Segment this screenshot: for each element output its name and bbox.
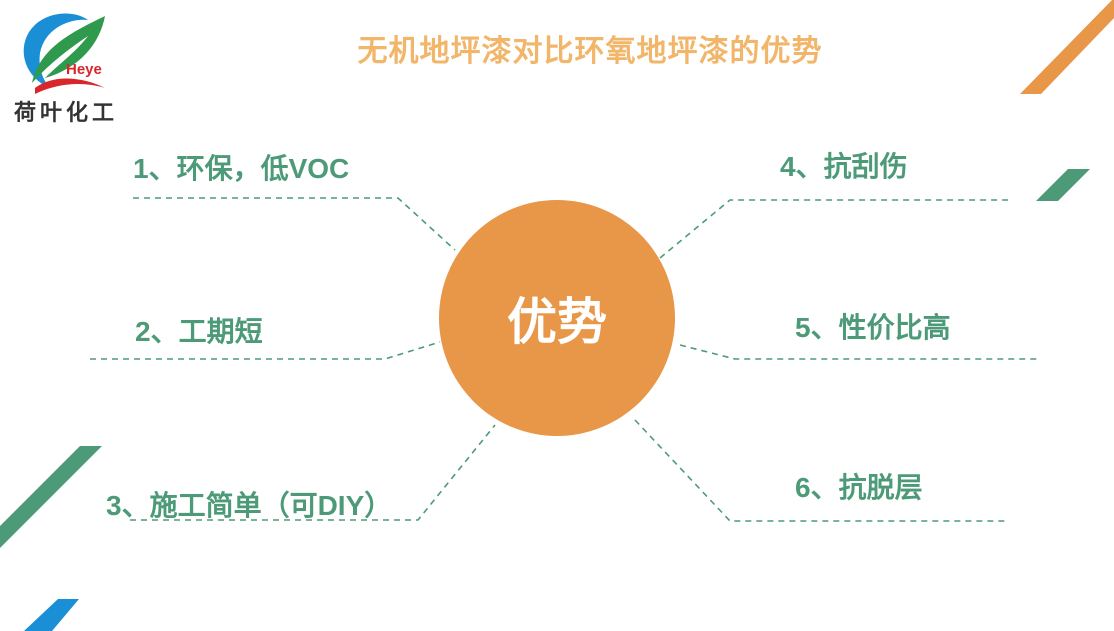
connector-6 — [634, 419, 1008, 522]
company-logo: Heye — [10, 8, 120, 128]
advantage-3: 3、施工简单（可DIY） — [106, 490, 393, 521]
advantage-2: 2、工期短 — [135, 316, 263, 347]
orange-stripe — [1020, 0, 1114, 94]
company-name: 荷叶化工 — [14, 100, 119, 125]
slide-title: 无机地坪漆对比环氧地坪漆的优势 — [357, 35, 823, 68]
advantage-4: 4、抗刮伤 — [780, 151, 908, 182]
connector-2 — [90, 341, 441, 360]
leaf-logo-icon: Heye — [23, 13, 105, 94]
advantage-6: 6、抗脱层 — [795, 472, 923, 503]
connector-5 — [679, 344, 1037, 360]
svg-text:Heye: Heye — [66, 61, 102, 78]
connector-3 — [130, 424, 496, 521]
center-label: 优势 — [507, 294, 607, 350]
green-stripe-left — [0, 446, 102, 548]
connector-1 — [133, 197, 456, 251]
advantage-5: 5、性价比高 — [795, 312, 951, 343]
blue-stripe — [24, 599, 79, 631]
advantage-1: 1、环保，低VOC — [133, 153, 350, 184]
center-circle: 优势 — [439, 200, 675, 436]
green-stripe-small — [1036, 169, 1090, 201]
connector-4 — [659, 199, 1008, 259]
